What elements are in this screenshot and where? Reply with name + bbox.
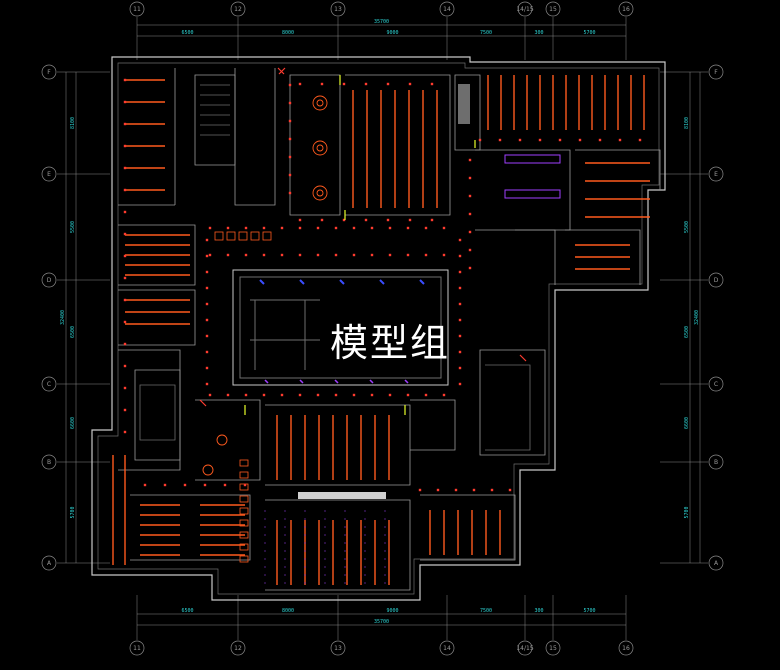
grid-bubble — [41, 454, 57, 470]
grid-bubble — [439, 1, 455, 17]
dimension-total: 32400 — [60, 310, 66, 325]
dimension-segment: 5700 — [70, 506, 76, 518]
grid-axis-right: F E D C B A — [660, 64, 724, 571]
grid-bubble — [129, 640, 145, 656]
grid-label: E — [714, 171, 718, 178]
workstation-furniture — [112, 75, 650, 585]
grid-label: D — [714, 277, 719, 284]
grid-bubble — [330, 640, 346, 656]
grid-bubble — [618, 640, 634, 656]
grid-bubble — [439, 640, 455, 656]
grid-label: A — [714, 560, 719, 567]
grid-label: C — [714, 381, 718, 388]
dimension-segment: 5500 — [70, 221, 76, 233]
dimension-segment: 5700 — [583, 30, 595, 36]
grid-bubble — [708, 64, 724, 80]
dimension-segment: 6500 — [181, 30, 193, 36]
meeting-tables — [202, 95, 328, 476]
ceiling-light-fixtures — [123, 78, 642, 492]
dimension-segment: 8000 — [282, 30, 294, 36]
grid-axis-left: F E D C B A — [41, 64, 110, 571]
dimension-segment: 6500 — [684, 326, 690, 338]
dimension-segment: 9000 — [386, 30, 398, 36]
dimension-total: 32400 — [694, 310, 700, 325]
grid-label: 12 — [234, 6, 242, 13]
accent-markers — [199, 67, 561, 590]
grid-bubble — [708, 272, 724, 288]
grid-axis-top: 11 12 13 14 14/15 15 16 — [129, 1, 634, 60]
dimension-segment: 8100 — [70, 117, 76, 129]
grid-bubble — [230, 640, 246, 656]
exterior-walls — [91, 56, 666, 601]
grid-bubble — [41, 272, 57, 288]
grid-label: 15 — [549, 6, 557, 13]
grid-label: F — [714, 69, 718, 76]
grid-label: 15 — [549, 645, 557, 652]
dimension-segment: 9000 — [386, 608, 398, 614]
grid-bubble — [129, 1, 145, 17]
grid-label: B — [47, 459, 51, 466]
dimension-segment: 7500 — [480, 608, 492, 614]
dimension-chains: 35700 6500 8000 9000 7500 300 5700 35700 6500 800… — [60, 19, 701, 626]
grid-label: F — [47, 69, 51, 76]
grid-label: A — [47, 560, 52, 567]
dimension-total: 35700 — [374, 19, 389, 25]
dimension-segment: 6500 — [70, 326, 76, 338]
grid-label: 16 — [622, 645, 630, 652]
grid-label: 14/15 — [516, 645, 533, 652]
grid-axis-bottom: 11 12 13 14 14/15 15 16 — [129, 595, 634, 656]
grid-bubble — [230, 1, 246, 17]
grid-bubble — [41, 376, 57, 392]
grid-bubble — [708, 166, 724, 182]
grid-bubble — [708, 555, 724, 571]
dimension-segment: 7500 — [480, 30, 492, 36]
grid-bubble — [545, 1, 561, 17]
dimension-segment: 6600 — [70, 417, 76, 429]
dimension-segment: 5700 — [583, 608, 595, 614]
grid-label: B — [714, 459, 718, 466]
grid-bubble — [41, 555, 57, 571]
grid-bubble — [517, 1, 533, 17]
watermark-text: 模型组 — [330, 321, 451, 365]
dimension-segment: 6600 — [684, 417, 690, 429]
grid-label: E — [47, 171, 51, 178]
grid-label: 11 — [133, 645, 141, 652]
grid-bubble — [517, 640, 533, 656]
dimension-total: 35700 — [374, 619, 389, 625]
dimension-segment: 5500 — [684, 221, 690, 233]
grid-label: D — [47, 277, 52, 284]
central-atrium — [232, 269, 449, 386]
dimension-segment: 5700 — [684, 506, 690, 518]
grid-label: 14 — [443, 645, 451, 652]
dimension-segment: 8100 — [684, 117, 690, 129]
grid-bubble — [708, 376, 724, 392]
grid-bubble — [618, 1, 634, 17]
grid-label: 14/15 — [516, 6, 533, 13]
dimension-segment: 300 — [534, 608, 543, 614]
grid-bubble — [708, 454, 724, 470]
grid-label: 12 — [234, 645, 242, 652]
grid-bubble — [41, 166, 57, 182]
grid-label: C — [47, 381, 51, 388]
grid-bubble — [330, 1, 346, 17]
grid-label: 14 — [443, 6, 451, 13]
grid-label: 13 — [334, 6, 342, 13]
grid-label: 11 — [133, 6, 141, 13]
grid-label: 16 — [622, 6, 630, 13]
dimension-segment: 6500 — [181, 608, 193, 614]
interior-partitions — [118, 68, 661, 591]
grid-label: 13 — [334, 645, 342, 652]
grid-bubble — [545, 640, 561, 656]
grid-bubble — [41, 64, 57, 80]
dimension-segment: 300 — [534, 30, 543, 36]
dimension-segment: 8000 — [282, 608, 294, 614]
